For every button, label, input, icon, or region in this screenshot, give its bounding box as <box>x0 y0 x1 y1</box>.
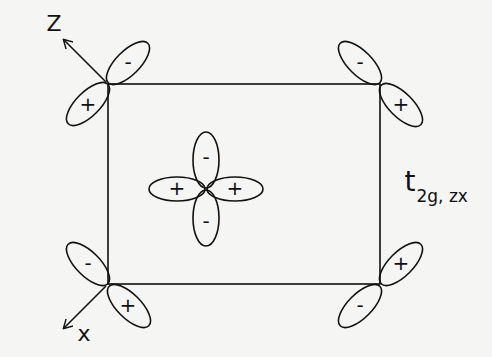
lobe-sign: - <box>356 295 363 315</box>
lobe-sign: - <box>202 147 209 167</box>
axis-label: Z <box>46 13 61 35</box>
lobe-sign: + <box>80 94 97 114</box>
corner-lobes <box>60 35 430 335</box>
orbital-subscript: 2g, zx <box>416 188 467 205</box>
x-axis <box>64 286 106 328</box>
unit-square <box>108 84 380 284</box>
lobe-sign: + <box>227 178 244 198</box>
lobe-sign: - <box>84 253 91 273</box>
lobe-sign: - <box>356 52 363 72</box>
lobe-sign: + <box>169 178 186 198</box>
axis-label: x <box>77 323 90 345</box>
center-lobes <box>149 132 263 246</box>
lobe-sign: + <box>393 94 410 114</box>
lobe-sign: + <box>120 295 137 315</box>
z-axis <box>64 40 106 82</box>
lobe-sign: + <box>393 253 410 273</box>
orbital-name: t <box>405 168 416 196</box>
lobe-sign: - <box>202 211 209 231</box>
lobe-sign: - <box>124 52 131 72</box>
